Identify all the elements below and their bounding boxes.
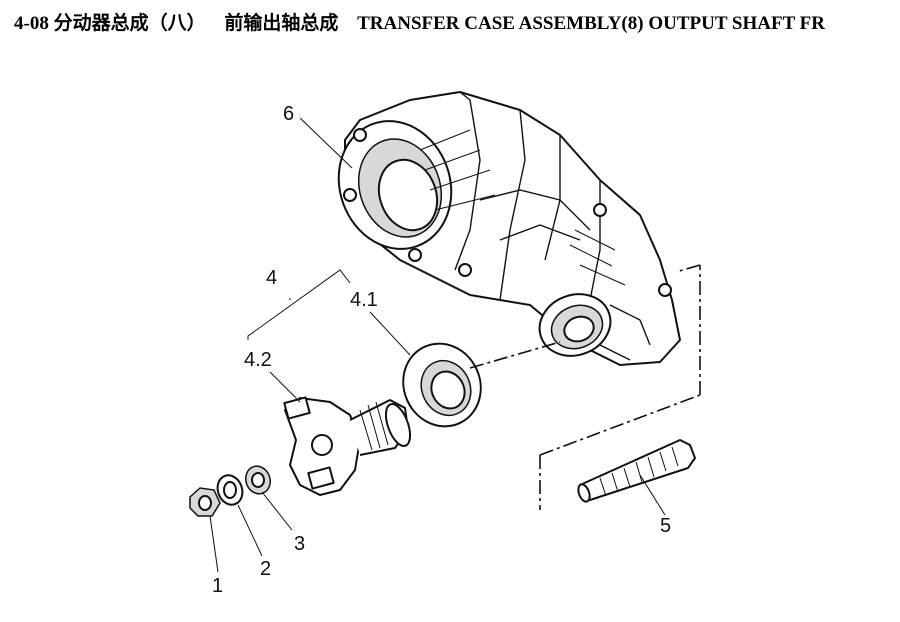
flange-yoke [283, 396, 412, 496]
lock-nut [244, 465, 272, 495]
assembly-axis-line [469, 341, 561, 369]
title-en: TRANSFER CASE ASSEMBLY(8) OUTPUT SHAFT F… [357, 13, 825, 34]
callout-1: 1 [212, 575, 223, 597]
oil-seal [402, 342, 482, 428]
transfer-case-housing [337, 91, 681, 366]
title-cn-assembly: 分动器总成（八） [53, 13, 206, 34]
callout-4: 4 [266, 267, 277, 289]
front-output-shaft [577, 439, 696, 503]
diagram-title: 4-08 分动器总成（八） 前输出轴总成 TRANSFER CASE ASSEM… [14, 8, 825, 35]
flat-washer [216, 474, 244, 506]
callout-3: 3 [294, 533, 305, 555]
callout-5: 5 [660, 515, 671, 537]
leader-5 [639, 474, 666, 516]
leader-3 [261, 491, 293, 531]
leader-2 [237, 504, 263, 557]
leader-6 [299, 117, 353, 169]
hex-nut [189, 487, 221, 517]
leader-4-2 [269, 371, 301, 403]
title-code: 4-08 [14, 13, 49, 34]
leader-4-1 [369, 311, 411, 356]
title-cn-part: 前输出轴总成 [224, 13, 339, 34]
callout-6: 6 [283, 103, 294, 125]
callout-2: 2 [260, 558, 271, 580]
callout-4-1: 4.1 [350, 289, 378, 311]
callout-4-2: 4.2 [244, 349, 272, 371]
leader-1 [209, 515, 219, 573]
shaft-axis-frame [539, 264, 701, 510]
bracket-4 [247, 269, 351, 340]
